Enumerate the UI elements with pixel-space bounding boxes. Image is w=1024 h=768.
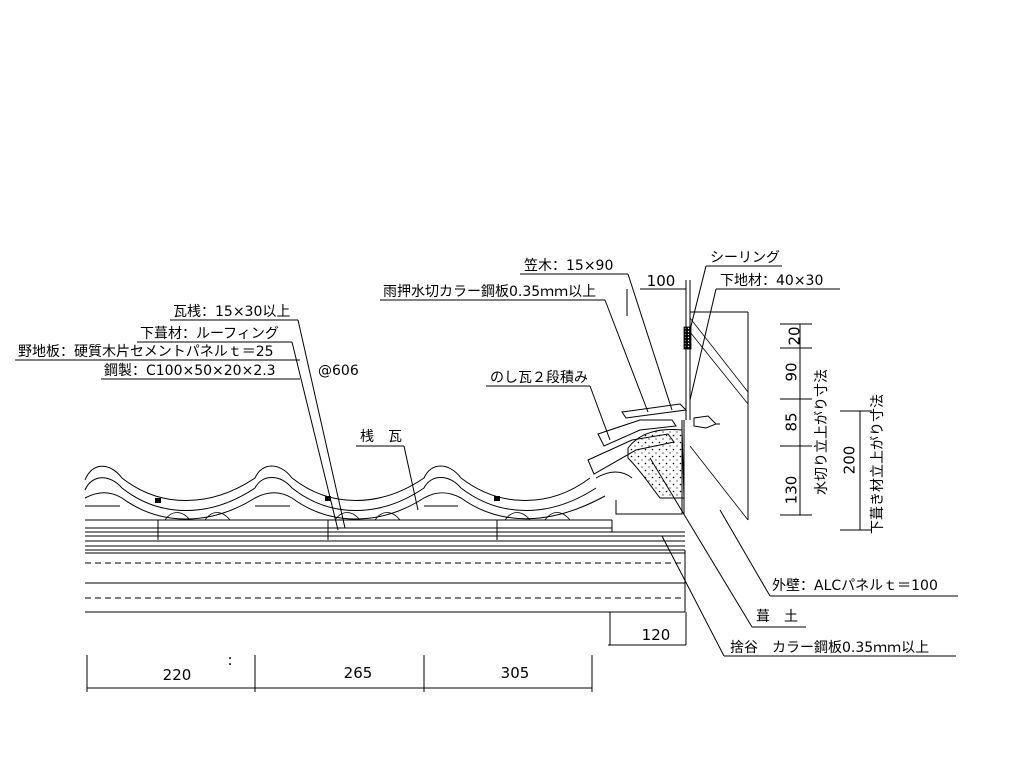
flashing-and-sealing xyxy=(615,280,720,515)
exterior-wall-alc xyxy=(689,311,749,521)
dim-220: 220 xyxy=(163,666,192,684)
callout-shitajizai: 下地材：40×30 xyxy=(689,273,840,401)
dim-305: 305 xyxy=(501,664,530,682)
label-kasagi: 笠木：15×90 xyxy=(524,258,613,274)
vertical-dimensions: 20 90 85 130 200 水切り立上がり寸法 下葺き材立上がり寸法 xyxy=(780,323,886,534)
callout-shitabuki: 下葺材：ルーフィング xyxy=(137,326,339,531)
dim-90: 90 xyxy=(783,362,801,381)
label-kousei: 鋼製：C100×50×20×2.3 xyxy=(104,363,276,379)
callout-noshi: のし瓦２段積み xyxy=(486,370,611,441)
callout-kousei: 鋼製：C100×50×20×2.3 @606 xyxy=(101,363,359,380)
dim-20: 20 xyxy=(786,326,804,345)
label-shitabuki: 下葺材：ルーフィング xyxy=(140,326,279,342)
label-noshi: のし瓦２段積み xyxy=(490,370,588,386)
label-sealing: シーリング xyxy=(710,250,780,266)
callout-sangawara: 桟 瓦 xyxy=(356,429,419,511)
tile-nails xyxy=(155,496,500,540)
dim-130: 130 xyxy=(783,476,801,505)
label-underlay-height: 下葺き材立上がり寸法 xyxy=(870,394,886,534)
dim-200: 200 xyxy=(841,446,859,475)
callout-kawarasan: 瓦桟：15×30以上 xyxy=(170,304,346,529)
noshi-tiles-and-mortar xyxy=(587,403,688,533)
label-kawarasan: 瓦桟：15×30以上 xyxy=(173,304,290,320)
label-shitajizai: 下地材：40×30 xyxy=(720,273,823,289)
label-sutetani: 捨谷 カラー鋼板0.35ｍｍ以上 xyxy=(730,639,929,656)
label-nojiita: 野地板：硬質木片セメントパネルｔ＝25 xyxy=(18,344,274,360)
roof-deck-layers xyxy=(85,527,686,613)
label-pitch: @606 xyxy=(318,363,359,379)
dim-100: 100 xyxy=(647,272,676,290)
horizontal-dimensions: 220 265 305 : 120 100 xyxy=(86,272,687,692)
callout-nojiita: 野地板：硬質木片セメントパネルｔ＝25 xyxy=(15,344,300,361)
dim-120: 120 xyxy=(642,626,671,644)
dim-85: 85 xyxy=(783,412,801,431)
label-sangawara: 桟 瓦 xyxy=(360,429,402,445)
callout-sutetani: 捨谷 カラー鋼板0.35ｍｍ以上 xyxy=(661,535,956,657)
label-flashing-height: 水切り立上がり寸法 xyxy=(814,369,830,495)
label-gaiheki: 外壁：ALCパネルｔ＝100 xyxy=(772,578,938,594)
callout-fukido: 葺 土 xyxy=(649,457,806,628)
callout-gaiheki: 外壁：ALCパネルｔ＝100 xyxy=(719,509,958,597)
label-amaosae: 雨押水切カラー鋼板0.35ｍｍ以上 xyxy=(383,284,596,300)
dim-265: 265 xyxy=(344,664,373,682)
callout-kasagi: 笠木：15×90 xyxy=(520,258,673,411)
label-fukido: 葺 土 xyxy=(756,609,798,625)
colon-mark: : xyxy=(227,651,232,669)
callout-sealing: シーリング xyxy=(689,250,782,331)
callout-amaosae: 雨押水切カラー鋼板0.35ｍｍ以上 xyxy=(380,284,649,413)
roof-tiles xyxy=(84,465,613,540)
